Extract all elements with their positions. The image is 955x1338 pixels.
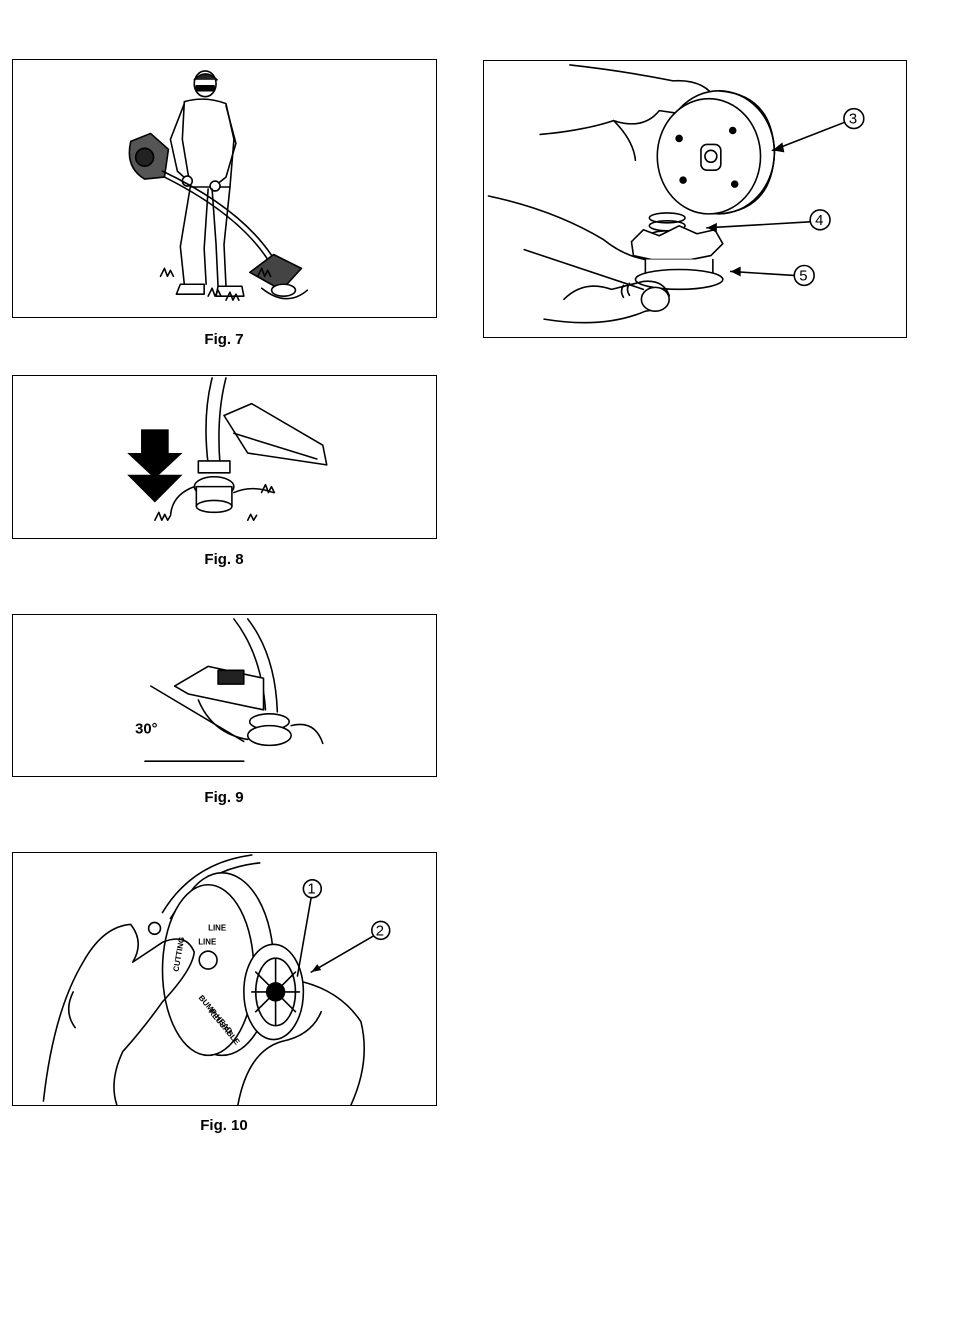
figure-7-caption: Fig. 7 [164,331,284,348]
callout-1-label: 1 [307,882,315,898]
angle-label: 30° [135,722,157,738]
bump-head-on-ground-drawing [13,376,436,538]
figure-reel-parts-illustration: 3 4 5 [483,60,907,338]
reel-text-line-1: LINE [208,923,226,932]
figure-10-reel-removal-illustration: LINE LINE BUMP HEAD REUSABLE CUTTING 1 2 [12,852,437,1106]
tilted-head-drawing: 30° [13,615,436,776]
reel-text-line-2: LINE [198,937,216,946]
figure-10-caption: Fig. 10 [164,1117,284,1134]
callout-4-label: 4 [815,213,823,229]
down-arrow-icon [127,429,182,502]
figure-9-tilt-angle-illustration: 30° [12,614,437,777]
figure-8-bump-head-illustration [12,375,437,539]
reel-removal-drawing: LINE LINE BUMP HEAD REUSABLE CUTTING 1 2 [13,853,436,1105]
operator-with-trimmer-drawing [13,60,436,317]
reel-parts-drawing: 3 4 5 [484,61,906,337]
figure-9-caption: Fig. 9 [164,789,284,806]
callout-2-label: 2 [376,923,384,939]
callout-5-label: 5 [799,268,807,284]
figure-8-caption: Fig. 8 [164,551,284,568]
figure-7-operator-illustration [12,59,437,318]
callout-3-label: 3 [849,112,857,128]
